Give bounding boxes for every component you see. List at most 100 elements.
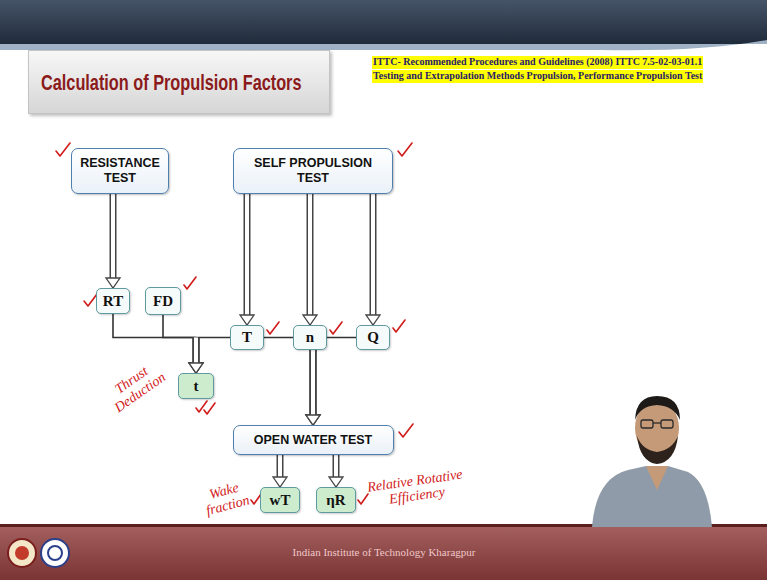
glasses-bridge <box>653 422 661 423</box>
logo-disc <box>8 539 36 567</box>
arrow-head <box>106 278 120 288</box>
box-label: Q <box>361 329 385 346</box>
flow-arrow <box>106 194 120 288</box>
merge-line <box>196 337 230 339</box>
flow-arrow <box>273 455 287 487</box>
arrow-shaft-outline <box>110 194 117 278</box>
check-mark <box>184 277 196 289</box>
header-stripe <box>0 40 767 50</box>
merge-line <box>163 315 196 338</box>
arrow-head <box>189 363 203 373</box>
merge-line <box>113 314 196 338</box>
logo-disc <box>41 539 69 567</box>
lecturer-glasses <box>641 420 673 428</box>
quantity-box: RT <box>96 288 130 314</box>
box-label: FD <box>150 293 176 310</box>
handwritten-note: Thrust Deduction <box>96 353 175 421</box>
logo-core <box>15 546 29 560</box>
arrow-head <box>306 415 320 425</box>
result-box: ηR <box>316 487 356 513</box>
arrow-head <box>306 415 320 425</box>
test-box: OPEN WATER TEST <box>233 425 394 455</box>
box-label: n <box>298 329 322 346</box>
header-band <box>0 0 767 44</box>
arrow-shaft-core <box>334 455 338 477</box>
check-mark <box>204 403 215 414</box>
lecturer-hair <box>635 396 680 420</box>
arrow-shaft-outline <box>370 194 377 315</box>
arrow-head <box>273 477 287 487</box>
lecturer-beard <box>637 436 678 464</box>
glasses-lens <box>661 420 673 428</box>
check-mark <box>196 401 207 412</box>
box-label: t <box>183 378 209 395</box>
flow-arrow <box>329 455 343 487</box>
arrow-shaft-core <box>194 338 198 364</box>
arrow-head <box>189 363 203 373</box>
handwritten-note: Wake fraction <box>199 478 253 519</box>
flow-arrow <box>247 338 320 426</box>
flow-arrow <box>189 338 230 374</box>
check-mark <box>56 143 70 156</box>
logo-ring <box>48 546 62 560</box>
institute-logo <box>8 539 36 567</box>
quantity-box: T <box>230 325 264 350</box>
check-mark <box>393 320 405 332</box>
title-panel: Calculation of Propulsion Factors <box>28 50 330 114</box>
flow-arrow <box>303 194 317 325</box>
footer-band <box>0 527 767 580</box>
box-label: T <box>235 329 259 346</box>
check-mark <box>330 322 342 334</box>
arrow-shaft-outline <box>333 455 340 477</box>
slide-title: Calculation of Propulsion Factors <box>41 70 302 96</box>
glasses-lens <box>641 420 653 428</box>
footer-text: Indian Institute of Technology Kharagpur <box>293 546 476 558</box>
arrow-shaft-outline <box>307 194 314 315</box>
arrow-shaft-outline <box>193 338 200 364</box>
lecturer-shirt <box>592 466 712 527</box>
box-label: ηR <box>321 492 351 509</box>
check-mark <box>398 143 412 156</box>
arrow-shaft-core <box>308 194 312 315</box>
arrow-shaft-outline <box>193 338 200 364</box>
reference-note: ITTC- Recommended Procedures and Guideli… <box>372 56 703 69</box>
arrow-shaft-outline <box>193 338 200 364</box>
flow-arrow <box>306 338 373 426</box>
arrow-shaft-outline <box>277 455 284 477</box>
quantity-box: FD <box>145 287 181 315</box>
arrow-head <box>329 477 343 487</box>
flow-arrow <box>163 315 203 373</box>
box-label: RESISTANCE TEST <box>78 156 162 186</box>
lecturer-neck <box>646 466 668 490</box>
arrow-head <box>189 363 203 373</box>
check-mark <box>267 322 279 334</box>
arrow-shaft-core <box>194 338 198 364</box>
check-mark <box>358 494 368 504</box>
arrow-head <box>306 415 320 425</box>
arrow-head <box>303 315 317 325</box>
quantity-box: n <box>293 325 327 350</box>
arrow-shaft-core <box>245 194 249 315</box>
box-label: RT <box>101 293 125 310</box>
check-mark <box>399 424 413 437</box>
box-label: wT <box>265 492 295 509</box>
reference-note: Testing and Extrapolation Methods Propul… <box>372 70 703 83</box>
result-box: t <box>178 373 214 399</box>
flow-arrow <box>366 194 380 325</box>
box-label: SELF PROPULSION TEST <box>240 156 386 186</box>
arrow-shaft-core <box>111 194 115 278</box>
test-box: RESISTANCE TEST <box>71 148 169 194</box>
test-box: SELF PROPULSION TEST <box>233 148 393 194</box>
lecturer-figure <box>592 396 712 527</box>
check-marks <box>56 143 413 504</box>
flow-arrow <box>240 194 254 325</box>
handwritten-note: Relative Rotative Efficiency <box>364 467 467 510</box>
arrow-shaft-core <box>278 455 282 477</box>
flow-arrow <box>113 314 203 373</box>
arrow-head <box>366 315 380 325</box>
arrow-shaft-core <box>194 338 198 364</box>
box-label: OPEN WATER TEST <box>240 433 387 448</box>
arrow-shaft-outline <box>244 194 251 315</box>
result-box: wT <box>260 487 300 513</box>
